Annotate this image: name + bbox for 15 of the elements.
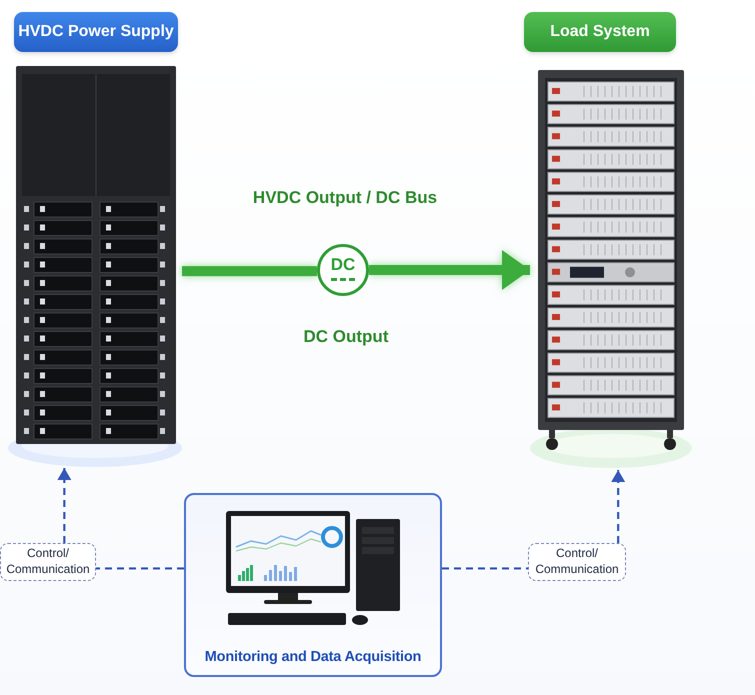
- panel-title: Monitoring and Data Acquisition: [204, 649, 422, 665]
- connector-line: [182, 266, 317, 276]
- connector-line: [96, 567, 184, 570]
- arrow: [611, 470, 626, 543]
- arrow: [369, 250, 530, 290]
- note-box: Control/ Communication: [528, 543, 626, 581]
- title-badge: HVDC Power Supply: [14, 12, 178, 52]
- dc-text: DC: [330, 255, 356, 275]
- monitoring-panel: [184, 493, 442, 677]
- flow-label: HVDC Output / DC Bus: [252, 188, 438, 208]
- note-box: Control/ Communication: [0, 543, 96, 581]
- node-label: DC Output: [302, 327, 390, 347]
- arrow: [57, 468, 72, 543]
- title-badge: Load System: [524, 12, 676, 52]
- connector-line: [442, 567, 528, 570]
